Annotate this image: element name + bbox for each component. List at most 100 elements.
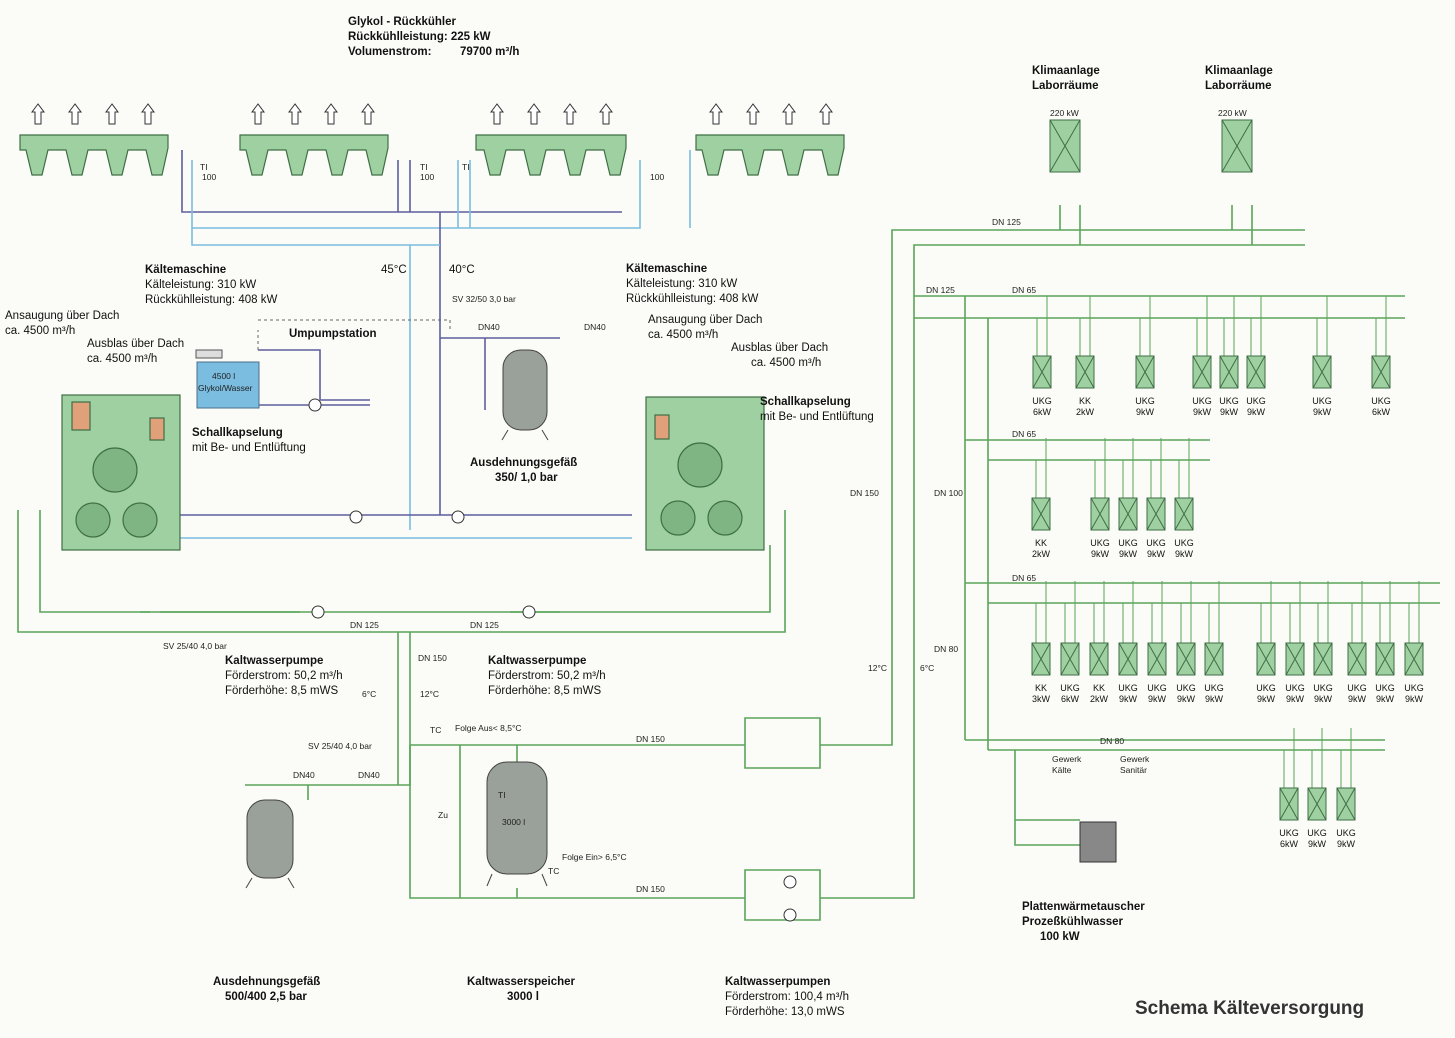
pump-left-title: Kaltwasserpumpe (225, 655, 324, 667)
exhaust-left-flow: ca. 4500 m³/h (87, 353, 158, 365)
unit-branch-pipe (1035, 438, 1047, 498)
unit-capacity-label: 9kW (1314, 694, 1333, 704)
expansion-tank-top (501, 349, 549, 441)
sequence-on-label: Folge Ein> 6,5°C (562, 852, 627, 862)
exhaust-arrow-icon (288, 103, 302, 125)
unit-branch-pipe (1250, 296, 1262, 356)
unit-capacity-label: 6kW (1033, 407, 1052, 417)
unit-branch-pipe (1223, 296, 1235, 356)
unit-cross-icon (1192, 355, 1212, 389)
unit-type-label: UKG (1256, 683, 1276, 693)
unit-type-label: UKG (1375, 683, 1395, 693)
unit-cross-icon (1060, 642, 1080, 676)
ti-label: TI (462, 162, 470, 172)
unit-capacity-label: 2kW (1076, 407, 1095, 417)
unit-capacity-label: 6kW (1061, 694, 1080, 704)
recooler-capacity: Rückkühlleistung: 225 kW (348, 31, 491, 43)
klima1-title: Klimaanlage (1032, 65, 1100, 77)
unit-cross-icon (1307, 787, 1327, 821)
chiller-left-title: Kältemaschine (145, 264, 227, 276)
dn40-label: DN40 (584, 322, 606, 332)
chw-tank-loop (409, 744, 745, 899)
tc-label: TC (548, 866, 560, 876)
unit-branch-pipe (1139, 296, 1151, 356)
storage-title: Kaltwasserspeicher (467, 976, 576, 988)
unit-cross-icon (1347, 642, 1367, 676)
unit-capacity-label: 9kW (1147, 549, 1166, 559)
unit-capacity-label: 9kW (1286, 694, 1305, 704)
umpump-title: Umpumpstation (289, 328, 377, 340)
safety-valve-label: SV 25/40 4,0 bar (308, 741, 372, 751)
unit-type-label: UKG (1204, 683, 1224, 693)
dn125-label: DN 125 (350, 620, 379, 630)
enclosure-left-title: Schallkapselung (192, 427, 283, 439)
unit-capacity-label: 9kW (1177, 694, 1196, 704)
unit-capacity-label: 9kW (1337, 839, 1356, 849)
unit-type-label: KK (1035, 538, 1047, 548)
pump-right-title: Kaltwasserpumpe (488, 655, 587, 667)
unit-type-label: KK (1035, 683, 1047, 693)
distribution-header (914, 295, 1405, 319)
unit-type-label: UKG (1118, 683, 1138, 693)
unit-type-label: UKG (1404, 683, 1424, 693)
dn125-label: DN 125 (992, 217, 1021, 227)
chw-loop (39, 510, 771, 613)
exhaust-arrow-icon (324, 103, 338, 125)
pump-right-flow: Förderstrom: 50,2 m³/h (488, 670, 606, 682)
unit-cross-icon (1256, 642, 1276, 676)
plate-heat-exchanger (1079, 821, 1117, 863)
klima2-subtitle: Laborräume (1205, 80, 1272, 92)
exhaust-arrows (31, 103, 833, 125)
tc-label: TC (430, 725, 442, 735)
unit-type-label: UKG (1147, 683, 1167, 693)
exhaust-arrow-icon (141, 103, 155, 125)
unit-capacity-label: 9kW (1119, 549, 1138, 559)
unit-branch-pipe (1093, 581, 1105, 643)
unit-type-label: KK (1093, 683, 1105, 693)
chiller-right (645, 396, 765, 551)
unit-cross-icon (1279, 787, 1299, 821)
unit-cross-icon (1031, 642, 1051, 676)
unit-branch-pipe (1317, 581, 1329, 643)
recooler-flow-value: 79700 m³/h (460, 46, 520, 58)
unit-capacity-label: 9kW (1136, 407, 1155, 417)
unit-capacity-label: 9kW (1405, 694, 1424, 704)
trade-cooling-1: Gewerk (1052, 754, 1082, 764)
dn80-label: DN 80 (1100, 736, 1125, 746)
dn80-label: DN 80 (934, 644, 959, 654)
safety-valve-top: SV 32/50 3,0 bar (452, 294, 516, 304)
dn40-label: DN40 (478, 322, 500, 332)
chiller-right-cooling: Kälteleistung: 310 kW (626, 278, 738, 290)
unit-capacity-label: 2kW (1032, 549, 1051, 559)
intake-left-flow: ca. 4500 m³/h (5, 325, 76, 337)
unit-type-label: UKG (1347, 683, 1367, 693)
temp-12-label: 12°C (420, 689, 439, 699)
unit-type-label: UKG (1279, 828, 1299, 838)
unit-cross-icon (1032, 355, 1052, 389)
dn125-label: DN 125 (926, 285, 955, 295)
trade-sanitary-2: Sanitär (1120, 765, 1147, 775)
unit-branch-pipe (1151, 581, 1163, 643)
ti-value: 100 (420, 172, 435, 182)
pump-left-flow: Förderstrom: 50,2 m³/h (225, 670, 343, 682)
unit-branch-pipe (1035, 581, 1047, 643)
exhaust-arrow-icon (31, 103, 45, 125)
unit-branch-pipe (1351, 581, 1363, 643)
unit-cross-icon (1135, 355, 1155, 389)
exhaust-arrow-icon (599, 103, 613, 125)
unit-branch-pipe (1289, 581, 1301, 643)
tank-volume-label: 3000 l (502, 817, 526, 827)
unit-branch-pipe (1260, 581, 1272, 643)
unit-type-label: KK (1079, 396, 1091, 406)
unit-cross-icon (1118, 497, 1138, 531)
unit-branch-pipe (1340, 728, 1352, 788)
dn65-label: DN 65 (1012, 285, 1037, 295)
dn40-label: DN40 (358, 770, 380, 780)
heat-exchanger-subtitle: Prozeßkühlwasser (1022, 916, 1123, 928)
chiller-left (61, 394, 181, 551)
heat-exchanger-capacity: 100 kW (1040, 931, 1080, 943)
unit-cross-icon (1204, 642, 1224, 676)
unit-capacity-label: 9kW (1119, 694, 1138, 704)
glycol-tank-volume: 4500 l (212, 371, 236, 381)
exhaust-arrow-icon (563, 103, 577, 125)
